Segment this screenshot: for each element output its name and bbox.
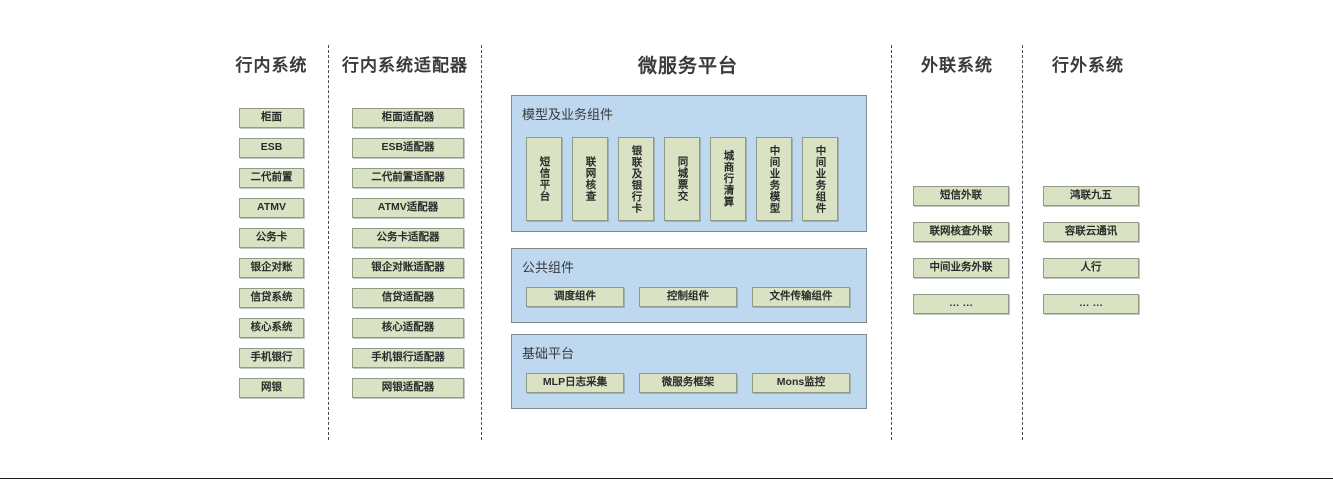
divider-2 — [481, 45, 482, 440]
node-model-2[interactable]: 联网核查 — [572, 137, 608, 221]
node-base-1[interactable]: MLP日志采集 — [526, 373, 624, 393]
node-outside-4[interactable]: … … — [1043, 294, 1139, 314]
node-internal-5[interactable]: 公务卡 — [239, 228, 304, 248]
node-outside-1[interactable]: 鸿联九五 — [1043, 186, 1139, 206]
node-outside-3[interactable]: 人行 — [1043, 258, 1139, 278]
node-adapter-9[interactable]: 手机银行适配器 — [352, 348, 464, 368]
panel-title-base-platform: 基础平台 — [522, 346, 575, 361]
node-adapter-8[interactable]: 核心适配器 — [352, 318, 464, 338]
node-public-1[interactable]: 调度组件 — [526, 287, 624, 307]
node-external-2[interactable]: 联网核查外联 — [913, 222, 1009, 242]
node-adapter-1[interactable]: 柜面适配器 — [352, 108, 464, 128]
divider-3 — [891, 45, 892, 440]
node-adapter-6[interactable]: 银企对账适配器 — [352, 258, 464, 278]
bottom-rule — [0, 478, 1333, 479]
node-internal-7[interactable]: 信贷系统 — [239, 288, 304, 308]
node-base-2[interactable]: 微服务框架 — [639, 373, 737, 393]
node-internal-6[interactable]: 银企对账 — [239, 258, 304, 278]
node-internal-8[interactable]: 核心系统 — [239, 318, 304, 338]
column-title-outside-systems: 行外系统 — [1052, 56, 1124, 75]
node-external-3[interactable]: 中间业务外联 — [913, 258, 1009, 278]
node-adapter-7[interactable]: 信贷适配器 — [352, 288, 464, 308]
node-model-7[interactable]: 中间业务组件 — [802, 137, 838, 221]
column-title-microservice-platform: 微服务平台 — [637, 56, 738, 77]
node-external-4[interactable]: … … — [913, 294, 1009, 314]
node-outside-2[interactable]: 容联云通讯 — [1043, 222, 1139, 242]
node-model-1[interactable]: 短信平台 — [526, 137, 562, 221]
column-title-external-link-systems: 外联系统 — [921, 56, 993, 75]
node-base-3[interactable]: Mons监控 — [752, 373, 850, 393]
node-adapter-3[interactable]: 二代前置适配器 — [352, 168, 464, 188]
panel-title-public-components: 公共组件 — [522, 260, 575, 275]
node-model-6[interactable]: 中间业务模型 — [756, 137, 792, 221]
node-model-5[interactable]: 城商行清算 — [710, 137, 746, 221]
node-internal-3[interactable]: 二代前置 — [239, 168, 304, 188]
panel-title-model-business-components: 模型及业务组件 — [522, 107, 614, 122]
node-adapter-2[interactable]: ESB适配器 — [352, 138, 464, 158]
panel-public-components — [511, 248, 867, 323]
column-title-internal-systems: 行内系统 — [235, 56, 308, 75]
divider-1 — [328, 45, 329, 440]
node-internal-1[interactable]: 柜面 — [239, 108, 304, 128]
node-adapter-10[interactable]: 网银适配器 — [352, 378, 464, 398]
divider-4 — [1022, 45, 1023, 440]
node-adapter-5[interactable]: 公务卡适配器 — [352, 228, 464, 248]
node-adapter-4[interactable]: ATMV适配器 — [352, 198, 464, 218]
node-internal-10[interactable]: 网银 — [239, 378, 304, 398]
node-model-3[interactable]: 银联及银行卡 — [618, 137, 654, 221]
node-internal-4[interactable]: ATMV — [239, 198, 304, 218]
node-external-1[interactable]: 短信外联 — [913, 186, 1009, 206]
column-title-internal-adapters: 行内系统适配器 — [342, 56, 468, 75]
node-internal-2[interactable]: ESB — [239, 138, 304, 158]
node-public-2[interactable]: 控制组件 — [639, 287, 737, 307]
node-model-4[interactable]: 同城票交 — [664, 137, 700, 221]
panel-base-platform — [511, 334, 867, 409]
node-public-3[interactable]: 文件传输组件 — [752, 287, 850, 307]
node-internal-9[interactable]: 手机银行 — [239, 348, 304, 368]
